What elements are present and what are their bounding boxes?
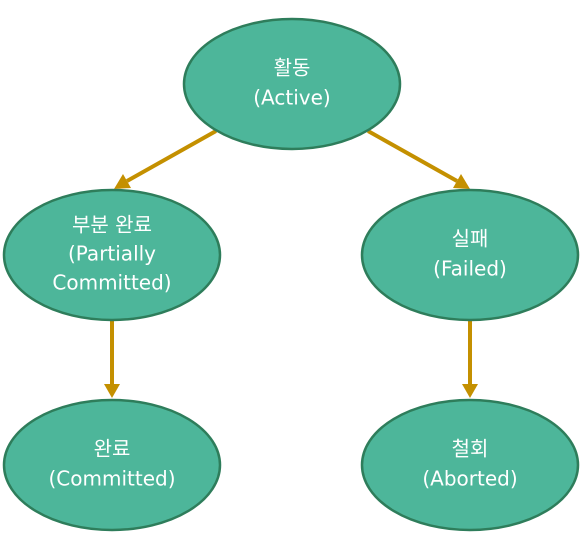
- arrowhead-icon: [114, 174, 131, 189]
- edge-active-to-partially-committed: [114, 129, 217, 189]
- edge-partially-committed-to-committed: [104, 320, 120, 398]
- node-partially-committed: 부분 완료 (Partially Committed): [2, 188, 222, 322]
- node-aborted-shape: [360, 398, 580, 532]
- node-committed-label-en: (Committed): [48, 467, 175, 491]
- node-failed-label-ko: 실패: [452, 227, 489, 251]
- node-committed: 완료 (Committed): [2, 398, 222, 532]
- edges: [104, 129, 478, 398]
- node-committed-shape: [2, 398, 222, 532]
- node-committed-label-ko: 완료: [94, 437, 131, 461]
- node-failed: 실패 (Failed): [360, 188, 580, 322]
- node-aborted-label-ko: 철회: [452, 437, 489, 461]
- edge-active-to-failed: [367, 129, 470, 189]
- node-active-shape: [182, 17, 402, 151]
- node-partially-committed-label-en-2: Committed): [52, 271, 171, 295]
- node-aborted: 철회 (Aborted): [360, 398, 580, 532]
- node-active: 활동 (Active): [182, 17, 402, 151]
- node-active-label-en: (Active): [253, 86, 330, 110]
- arrowhead-icon: [104, 384, 120, 398]
- node-failed-shape: [360, 188, 580, 322]
- node-partially-committed-shape: [2, 188, 222, 322]
- node-aborted-label-en: (Aborted): [422, 467, 517, 491]
- node-partially-committed-label-ko: 부분 완료: [72, 213, 152, 237]
- edge-failed-to-aborted: [462, 320, 478, 398]
- node-partially-committed-label-en-1: (Partially: [68, 242, 156, 266]
- node-active-label-ko: 활동: [274, 56, 311, 80]
- arrowhead-icon: [453, 174, 470, 189]
- arrowhead-icon: [462, 384, 478, 398]
- node-failed-label-en: (Failed): [433, 257, 507, 281]
